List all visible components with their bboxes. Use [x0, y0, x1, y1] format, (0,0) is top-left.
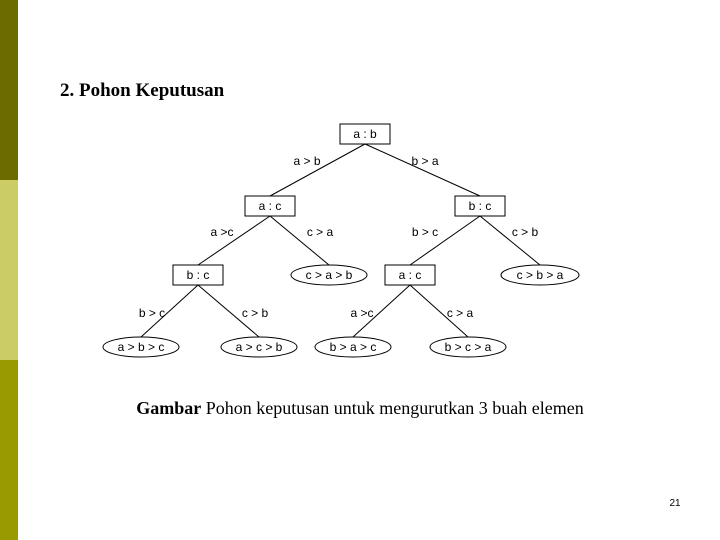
edge-label: a > b	[293, 154, 320, 168]
leaf-node	[500, 264, 580, 286]
comparison-node	[172, 264, 224, 286]
edge-label: b > a	[411, 154, 438, 168]
figure-caption: Gambar Pohon keputusan untuk mengurutkan…	[0, 398, 720, 419]
tree-edge	[197, 284, 260, 338]
edge-label: c > a	[307, 225, 334, 239]
comparison-node	[384, 264, 436, 286]
edge-label: b > c	[412, 225, 438, 239]
tree-edge	[352, 284, 411, 338]
tree-edge	[269, 143, 366, 197]
leaf-node-label: c > a > b	[306, 268, 353, 282]
edge-label: a >c	[350, 306, 373, 320]
tree-edge	[269, 215, 330, 266]
comparison-node	[244, 195, 296, 217]
slide-heading: 2. Pohon Keputusan	[60, 80, 225, 101]
comparison-node-label: a : c	[399, 268, 422, 282]
leaf-node-label: a > c > b	[236, 340, 283, 354]
leaf-node-label: b > c > a	[445, 340, 492, 354]
edge-label: c > a	[447, 306, 474, 320]
comparison-node-label: a : b	[353, 127, 377, 141]
edge-label: a >c	[210, 225, 233, 239]
leaf-node	[290, 264, 368, 286]
leaf-node-label: c > b > a	[517, 268, 564, 282]
tree-edge	[479, 215, 541, 266]
leaf-node	[429, 336, 507, 358]
comparison-node-label: b : c	[469, 199, 492, 213]
sidebar-band-middle	[0, 180, 18, 360]
comparison-node	[454, 195, 506, 217]
tree-edge	[409, 215, 481, 266]
leaf-node-label: b > a > c	[330, 340, 377, 354]
comparison-node-label: b : c	[187, 268, 210, 282]
tree-edge	[140, 284, 199, 338]
sidebar-band-top	[0, 0, 18, 180]
page-number: 21	[669, 498, 681, 509]
edge-label: b > c	[139, 306, 165, 320]
edge-label: c > b	[242, 306, 269, 320]
sidebar-band-bottom	[0, 360, 18, 540]
caption-text: Pohon keputusan untuk mengurutkan 3 buah…	[205, 398, 584, 418]
tree-edge	[409, 284, 469, 338]
comparison-node	[339, 123, 391, 145]
leaf-node	[102, 336, 180, 358]
tree-edge	[197, 215, 271, 266]
comparison-node-label: a : c	[259, 199, 282, 213]
caption-bold-label: Gambar	[136, 398, 202, 418]
leaf-node	[220, 336, 298, 358]
sidebar-accent	[0, 0, 18, 540]
edge-label: c > b	[512, 225, 539, 239]
leaf-node-label: a > b > c	[118, 340, 165, 354]
tree-edge	[364, 143, 481, 197]
leaf-node	[314, 336, 392, 358]
